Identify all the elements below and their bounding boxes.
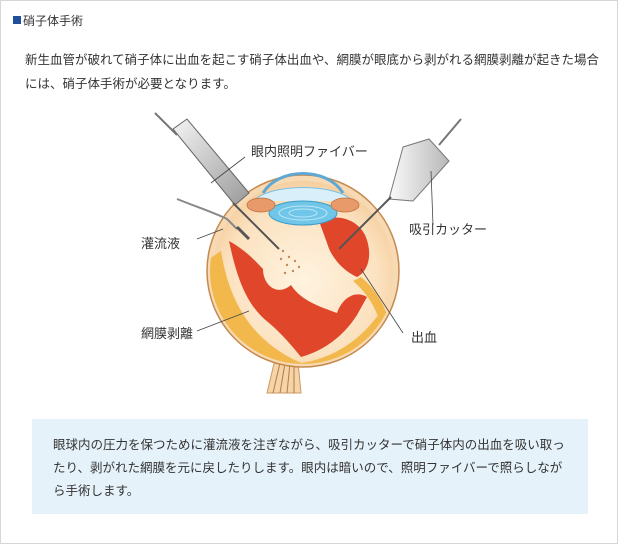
light-spray bbox=[279, 249, 301, 275]
cornea bbox=[261, 172, 345, 194]
label-light-fiber: 眼内照明ファイバー bbox=[251, 145, 368, 160]
lens bbox=[268, 200, 338, 226]
intro-paragraph: 新生血管が破れて硝子体に出血を起こす硝子体出血や、網膜が眼底から剥がれる網膜剥離… bbox=[25, 52, 600, 91]
label-hemorrhage: 出血 bbox=[411, 331, 438, 346]
eye-diagram bbox=[154, 112, 462, 394]
label-cutter: 吸引カッター bbox=[409, 223, 488, 238]
light-fiber-instrument bbox=[154, 112, 280, 250]
explanation-box: 眼球内の圧力を保つために灌流液を注ぎながら、吸引カッターで硝子体内の出血を吸い取… bbox=[32, 419, 588, 514]
section-title: 硝子体手術 bbox=[23, 13, 84, 28]
square-bullet-icon bbox=[13, 16, 21, 24]
explanation-text: 眼球内の圧力を保つために灌流液を注ぎながら、吸引カッターで硝子体内の出血を吸い取… bbox=[53, 437, 565, 498]
label-irrigation: 灌流液 bbox=[141, 237, 181, 252]
irrigation-cannula bbox=[176, 198, 251, 241]
label-detachment: 網膜剥離 bbox=[141, 327, 194, 342]
section-heading: 硝子体手術 bbox=[13, 12, 83, 28]
vitrectomy-illustration: 眼内照明ファイバー 灌流液 吸引カッター 網膜剥離 出血 bbox=[1, 101, 618, 401]
retina-detachment-shape bbox=[229, 241, 367, 357]
leader-lines bbox=[196, 156, 434, 334]
